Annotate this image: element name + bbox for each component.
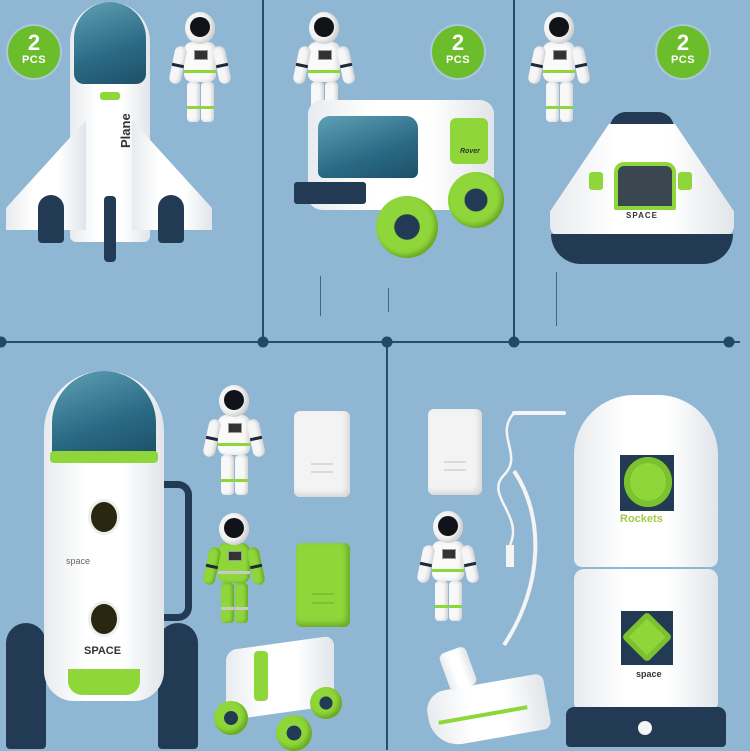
top-divider-right: [513, 0, 515, 342]
shuttle-light: [100, 92, 120, 100]
capsule-hatch: [614, 162, 676, 210]
astronaut-white: [416, 511, 480, 635]
station-port-round: [624, 457, 672, 507]
divider-dot: [723, 336, 735, 348]
capsule-base: [551, 234, 733, 264]
backpack-white: [294, 411, 350, 497]
mini-rover-wheel: [214, 701, 248, 735]
bottom-divider: [386, 342, 388, 750]
badge-unit: PCS: [21, 54, 47, 66]
panel-rocket-set: space SPACE: [0, 343, 386, 751]
shuttle-cockpit: [74, 2, 146, 84]
astronaut-white: [202, 385, 266, 509]
capsule-window-right: [678, 172, 692, 190]
shuttle-booster-right: [158, 195, 184, 243]
rover-wheel-rear: [448, 172, 504, 228]
astronaut-figure: [168, 12, 232, 136]
divider-dot: [0, 336, 7, 348]
astronaut-figure: [527, 12, 591, 136]
panel-space-shuttle: 2 PCS Plane: [0, 0, 262, 341]
rocket-handle: [150, 481, 192, 621]
rover-wheel-front: [376, 196, 438, 258]
badge-number: 2: [676, 30, 690, 55]
rocket-nose-cone: [52, 371, 156, 455]
divider-dot: [257, 336, 269, 348]
rover-windshield: [318, 116, 418, 178]
shuttle-label: Plane: [118, 113, 133, 148]
capsule-window-left: [589, 172, 603, 190]
rocket-big-label: SPACE: [84, 645, 122, 657]
rocket-small-label: space: [66, 556, 91, 566]
top-divider-left: [262, 0, 264, 342]
rover-bumper: [294, 182, 366, 204]
backpack-green: [296, 543, 350, 627]
rover-side-pod: [450, 118, 488, 164]
astronaut-green: [202, 513, 266, 637]
quantity-badge: 2 PCS: [432, 26, 484, 78]
backpack-white: [428, 409, 482, 495]
tether-cable: [497, 411, 566, 647]
decor-tick: [388, 288, 389, 312]
rocket-fin-left: [6, 623, 46, 749]
panel-moon-rover: 2 PCS Rover: [264, 0, 513, 341]
panel-space-capsule: 2 PCS SPACE: [515, 0, 750, 341]
station-top-label: Rockets: [620, 513, 663, 525]
panel-space-station-set: Rockets space: [388, 343, 750, 750]
capsule-label: SPACE: [626, 211, 658, 220]
horizontal-divider: [0, 341, 740, 343]
station-bottom-label: space: [636, 669, 662, 679]
rover-label: Rover: [460, 148, 480, 155]
mini-rover-wheel: [310, 687, 342, 719]
badge-number: 2: [27, 30, 41, 55]
shuttle-tail: [104, 196, 116, 262]
rocket-nose-ring: [50, 451, 158, 463]
divider-dot: [508, 336, 520, 348]
badge-number: 2: [451, 30, 465, 55]
rocket-porthole-bottom: [88, 601, 120, 637]
station-base-light: [638, 721, 652, 735]
quantity-badge: 2 PCS: [8, 26, 60, 78]
rocket-fin-right: [158, 623, 198, 749]
badge-unit: PCS: [445, 54, 471, 66]
rocket-base-ring: [68, 669, 140, 695]
decor-tick: [556, 272, 557, 326]
quantity-badge: 2 PCS: [657, 26, 709, 78]
mini-rover-wheel: [276, 715, 312, 751]
rocket-porthole-top: [88, 499, 120, 535]
decor-tick: [320, 276, 321, 316]
badge-unit: PCS: [670, 54, 696, 66]
divider-dot: [381, 336, 393, 348]
shuttle-booster-left: [38, 195, 64, 243]
mini-rover-stripe: [254, 651, 268, 701]
